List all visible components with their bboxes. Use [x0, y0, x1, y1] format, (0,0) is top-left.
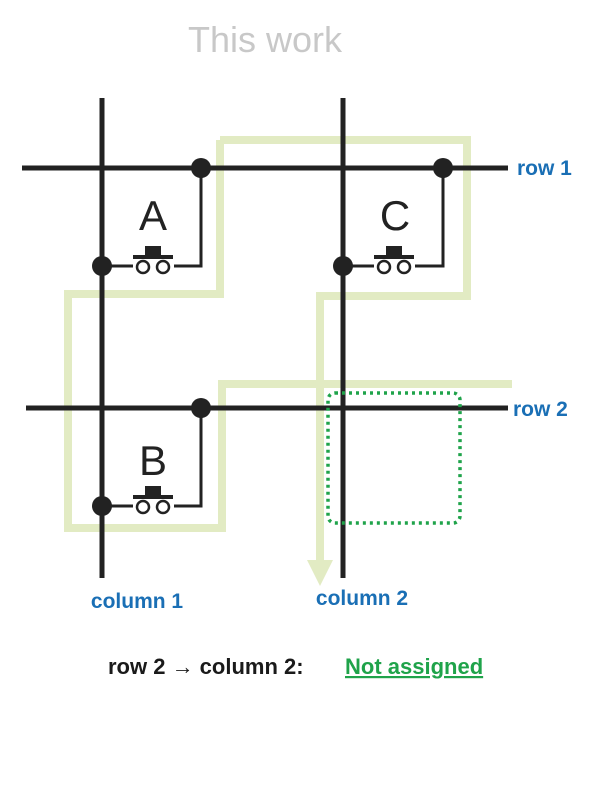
- caption: row 2 → column 2:: [108, 654, 304, 679]
- row-1-label: row 1: [517, 157, 572, 180]
- signal-path-arrowhead: [307, 560, 333, 586]
- row-2-label: row 2: [513, 398, 568, 421]
- switch-b-node-top: [191, 398, 211, 418]
- unassigned-intersection-box: [326, 391, 462, 525]
- switch-a-node-bottom: [92, 256, 112, 276]
- switch-a-node-top: [191, 158, 211, 178]
- diagram-title: This work: [188, 19, 343, 60]
- switch-c-lead: [415, 168, 445, 268]
- switch-b-button: [145, 486, 161, 496]
- signal-path-loop: [64, 140, 512, 532]
- switch-b-contact-left: [135, 499, 151, 515]
- switch-b-node-bottom: [92, 496, 112, 516]
- switch-c-node-bottom: [333, 256, 353, 276]
- switch-b-contact-right: [155, 499, 171, 515]
- key-b-label: B: [139, 437, 167, 484]
- switch-a-contact-right: [155, 259, 171, 275]
- switch-b-lead: [174, 408, 203, 508]
- switch-a-button: [145, 246, 161, 256]
- switch-c-contact-left: [376, 259, 392, 275]
- key-a-label: A: [139, 192, 167, 239]
- key-c-label: C: [380, 192, 410, 239]
- signal-path-highlight: [64, 136, 512, 586]
- switch-a-lead: [174, 168, 203, 268]
- switch-c-node-top: [433, 158, 453, 178]
- switch-c: [333, 158, 453, 276]
- switch-b: [92, 398, 211, 516]
- column-1-label: column 1: [91, 590, 184, 613]
- switch-a: [92, 158, 211, 276]
- switch-c-contact-right: [396, 259, 412, 275]
- column-2-label: column 2: [316, 587, 408, 610]
- caption-prefix: row 2 → column 2:: [108, 654, 304, 679]
- caption-status: Not assigned: [345, 654, 483, 679]
- switch-c-button: [386, 246, 402, 256]
- switch-a-contact-left: [135, 259, 151, 275]
